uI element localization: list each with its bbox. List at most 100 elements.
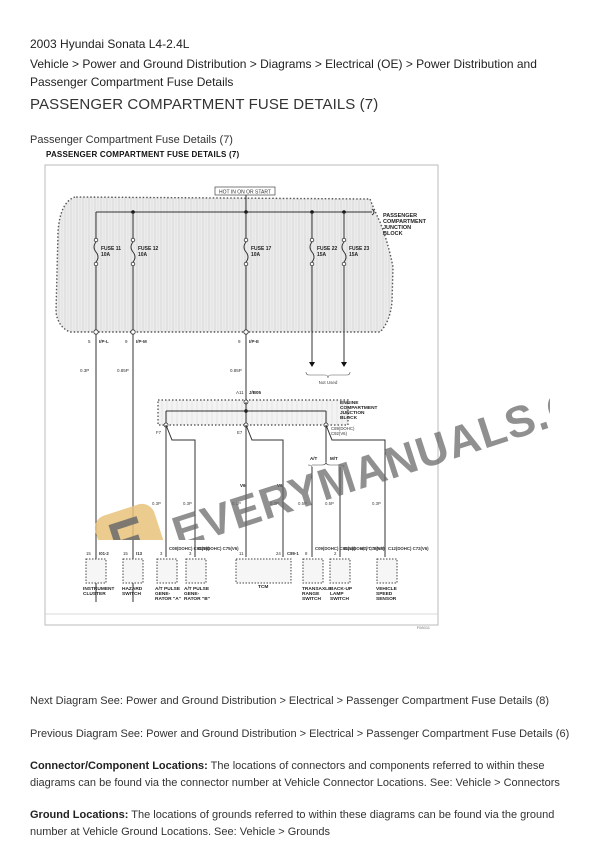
svg-text:BLOCK: BLOCK: [383, 231, 403, 237]
svg-text:0.3P: 0.3P: [152, 501, 161, 506]
svg-text:2: 2: [334, 551, 337, 556]
svg-text:0.3P: 0.3P: [270, 501, 279, 506]
svg-text:SENSOR: SENSOR: [376, 596, 397, 602]
svg-text:10A: 10A: [251, 252, 261, 258]
diagram-caption: Passenger Compartment Fuse Details (7): [30, 134, 233, 146]
svg-text:15A: 15A: [349, 252, 359, 258]
svg-text:I/P-M: I/P-M: [136, 339, 147, 344]
ground-locations-note: Ground Locations: The locations of groun…: [30, 807, 585, 841]
svg-text:FUSE 11: FUSE 11: [101, 246, 121, 252]
svg-text:M/T: M/T: [330, 456, 338, 461]
previous-diagram-link[interactable]: Previous Diagram See: Power and Ground D…: [30, 728, 570, 740]
svg-text:I/P-E: I/P-E: [249, 339, 259, 344]
svg-text:SWITCH: SWITCH: [330, 596, 349, 602]
wiring-diagram: PASSENGER COMPARTMENT JUNCTION BLOCK HOT…: [40, 162, 445, 637]
svg-text:GENE-: GENE-: [184, 591, 200, 597]
svg-text:10A: 10A: [138, 252, 148, 258]
svg-text:JUNCTION: JUNCTION: [383, 225, 411, 231]
svg-text:LAMP: LAMP: [330, 591, 344, 597]
svg-text:FUSE 22: FUSE 22: [317, 246, 338, 252]
svg-text:INSTRUMENT: INSTRUMENT: [83, 586, 115, 592]
next-diagram-link[interactable]: Next Diagram See: Power and Ground Distr…: [30, 695, 550, 707]
svg-text:0.3P: 0.3P: [80, 368, 89, 373]
svg-text:9: 9: [238, 339, 241, 344]
svg-text:0.3P: 0.3P: [183, 501, 192, 506]
svg-text:SWITCH: SWITCH: [122, 591, 141, 597]
svg-text:TRANSAXLE: TRANSAXLE: [302, 586, 332, 592]
svg-text:C92(V6): C92(V6): [331, 431, 348, 436]
svg-text:RATOR "B": RATOR "B": [184, 596, 210, 602]
svg-text:0.3P: 0.3P: [232, 501, 241, 506]
svg-text:FUSE 23: FUSE 23: [349, 246, 370, 252]
svg-text:15: 15: [86, 551, 91, 556]
svg-text:8: 8: [305, 551, 308, 556]
svg-text:A/T PULSE: A/T PULSE: [184, 586, 210, 592]
svg-text:J/B05: J/B05: [249, 390, 262, 395]
engine-block-label: ENGINE COMPARTMENT JUNCTION BLOCK: [340, 400, 378, 421]
component-labels: INSTRUMENT CLUSTER HAZARD SWITCH A/T PUL…: [83, 584, 398, 602]
svg-text:11: 11: [239, 551, 244, 556]
figure-id: F08011: [417, 625, 431, 630]
svg-text:C09(DOHC) C66(V6): C09(DOHC) C66(V6): [315, 546, 356, 551]
svg-text:VEHICLE: VEHICLE: [376, 586, 398, 592]
svg-text:C08(DOHC) C68(V6): C08(DOHC) C68(V6): [169, 546, 210, 551]
connector-locations-label: Connector/Component Locations:: [30, 760, 208, 772]
svg-text:0.85P: 0.85P: [230, 368, 242, 373]
not-used-label: Not Used: [319, 380, 338, 385]
svg-text:TCM: TCM: [258, 584, 268, 590]
svg-text:FUSE 12: FUSE 12: [138, 246, 159, 252]
svg-text:A11: A11: [236, 390, 244, 395]
svg-text:SWITCH: SWITCH: [302, 596, 321, 602]
svg-text:RANGE: RANGE: [302, 591, 320, 597]
svg-text:E7: E7: [237, 430, 243, 435]
svg-text:PASSENGER: PASSENGER: [383, 213, 417, 219]
svg-text:FUSE 17: FUSE 17: [251, 246, 272, 252]
svg-text:JUNCTION: JUNCTION: [340, 410, 365, 416]
svg-text:BACK-UP: BACK-UP: [330, 586, 353, 592]
svg-text:0.3P: 0.3P: [372, 501, 381, 506]
svg-text:24: 24: [276, 551, 281, 556]
svg-text:0.5P: 0.5P: [298, 501, 307, 506]
connector-locations-note: Connector/Component Locations: The locat…: [30, 758, 585, 792]
svg-text:GENE-: GENE-: [155, 591, 171, 597]
breadcrumb[interactable]: Vehicle > Power and Ground Distribution …: [30, 57, 537, 89]
svg-text:A/T: A/T: [310, 456, 318, 461]
power-source-label: HOT IN ON OR START: [219, 190, 271, 196]
svg-text:HAZARD: HAZARD: [122, 586, 143, 592]
svg-text:0.85P: 0.85P: [117, 368, 129, 373]
connector-locations-text[interactable]: The locations of connectors and componen…: [30, 760, 560, 789]
page-title: PASSENGER COMPARTMENT FUSE DETAILS (7): [30, 96, 379, 113]
diagram-heading: PASSENGER COMPARTMENT FUSE DETAILS (7): [46, 150, 240, 159]
svg-text:V6: V6: [277, 483, 283, 488]
svg-text:C12(DOHC) C72(V6): C12(DOHC) C72(V6): [388, 546, 429, 551]
svg-text:COMPARTMENT: COMPARTMENT: [340, 405, 378, 411]
svg-text:V6: V6: [240, 483, 246, 488]
svg-text:9: 9: [125, 339, 128, 344]
svg-text:15A: 15A: [317, 252, 327, 258]
svg-text:CLUSTER: CLUSTER: [83, 591, 106, 597]
svg-text:0.5P: 0.5P: [325, 501, 334, 506]
vehicle-title: 2003 Hyundai Sonata L4-2.4L: [30, 37, 190, 51]
svg-text:C15(DOHC) C75(V6): C15(DOHC) C75(V6): [198, 546, 239, 551]
junction-block-label: PASSENGER COMPARTMENT JUNCTION BLOCK: [383, 213, 427, 237]
svg-text:A/T PULSE: A/T PULSE: [155, 586, 181, 592]
svg-text:C89-1: C89-1: [287, 551, 299, 556]
ground-locations-label: Ground Locations:: [30, 809, 129, 821]
svg-text:1(A/T) 2(M/T): 1(A/T) 2(M/T): [360, 546, 386, 551]
svg-text:I13: I13: [136, 551, 143, 556]
svg-text:BLOCK: BLOCK: [340, 415, 358, 421]
svg-text:COMPARTMENT: COMPARTMENT: [383, 219, 427, 225]
svg-text:5: 5: [88, 339, 91, 344]
svg-text:10A: 10A: [101, 252, 111, 258]
svg-text:RATOR "A": RATOR "A": [155, 596, 181, 602]
svg-text:ENGINE: ENGINE: [340, 400, 359, 406]
svg-text:SPEED: SPEED: [376, 591, 393, 597]
ground-locations-text[interactable]: The locations of grounds referred to wit…: [30, 809, 555, 838]
svg-text:F7: F7: [156, 430, 162, 435]
svg-text:3: 3: [189, 551, 192, 556]
svg-text:I/P-L: I/P-L: [99, 339, 109, 344]
svg-text:C89(DOHC): C89(DOHC): [331, 426, 355, 431]
svg-text:C14(DOHC) C76(V6): C14(DOHC) C76(V6): [344, 546, 385, 551]
svg-text:15: 15: [123, 551, 128, 556]
